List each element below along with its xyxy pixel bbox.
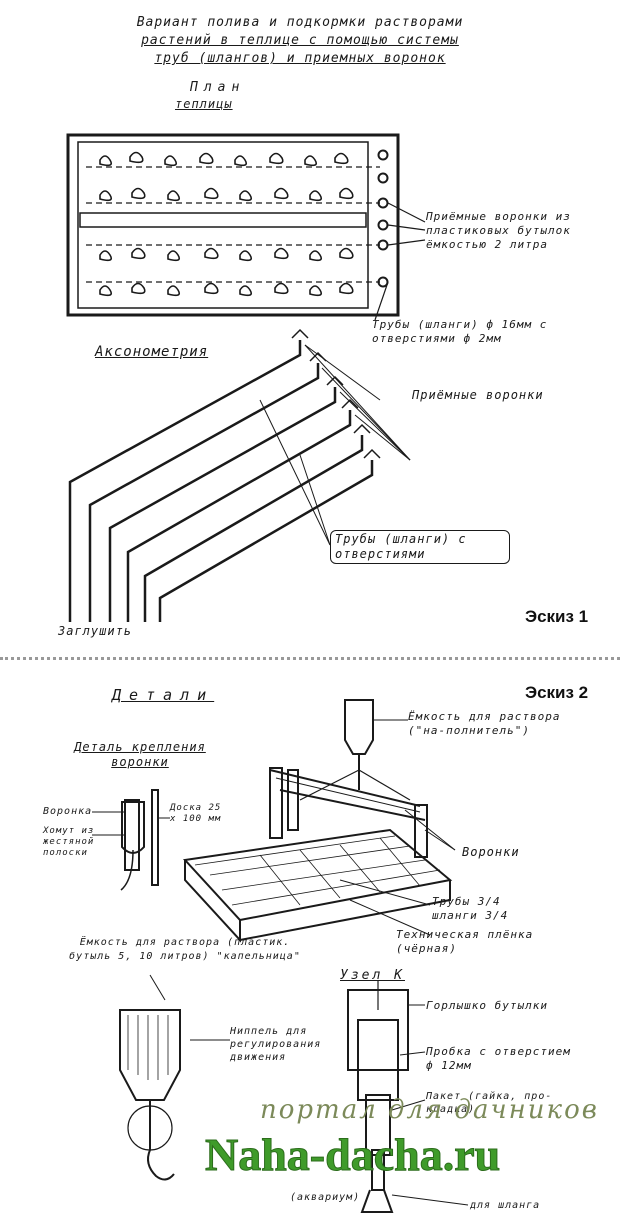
label-container-2: Ёмкость для раствора (пластик. бутыль 5,… (69, 937, 301, 962)
label-funnels-plastic: Приёмные воронки из пластиковых бутылок … (426, 210, 571, 251)
label-container: Ёмкость для раствора ("на-полнитель") (408, 710, 561, 737)
funnel-mount-detail (92, 789, 170, 891)
label-cap: Пробка с отверстием ф 12мм (426, 1045, 571, 1072)
label-board: Доска 25 x 100 мм (170, 803, 222, 824)
label-hose-for: для шланга (470, 1200, 541, 1211)
node-k-detail (347, 980, 469, 1213)
label-plug: Заглушить (58, 624, 133, 638)
label-axonometry: Аксонометрия (95, 344, 209, 360)
watermark-portal: портал для дачников (260, 1095, 599, 1125)
label-funnels: Приёмные воронки (412, 388, 544, 402)
title-line-2: растений в теплице с помощью системы (141, 33, 459, 48)
label-nipple: Ниппель для регулирования движения (230, 1026, 322, 1063)
label-gasket: Пакет (гайка, про-кладка) (426, 1091, 553, 1115)
label-neck: Горлышко бутылки (426, 999, 548, 1012)
greenhouse-plan (66, 133, 426, 321)
label-funnels-2: Воронки (462, 845, 520, 859)
plant-clusters (99, 151, 354, 297)
diagram-title: Вариант полива и подкормки растворами ра… (60, 14, 540, 68)
title-line-3: труб (шлангов) и приемных воронок (154, 51, 446, 66)
label-aquarium: (аквариум) (290, 1192, 361, 1203)
watermark-site: Naha-dacha.ru (204, 1129, 501, 1181)
label-details: Детали (112, 686, 215, 704)
plan-subheading: теплицы (175, 97, 233, 111)
sketch-2-label: Эскиз 2 (525, 683, 589, 702)
title-line-1: Вариант полива и подкормки растворами (136, 15, 464, 30)
label-funnel-mount: Деталь крепления воронки (74, 740, 206, 769)
label-funnel-small: Воронка (43, 806, 93, 817)
dripper-detail (119, 974, 230, 1181)
label-film: Техническая плёнка (чёрная) (396, 928, 534, 955)
section-divider (0, 657, 620, 660)
sketch-1-label: Эскиз 1 (525, 607, 589, 626)
axonometry-pipes (68, 328, 411, 622)
label-tubes-holes: Трубы (шланги) с отверстиями (330, 530, 510, 564)
label-tubes-diameter: Трубы (шланги) ф 16мм с отверстиями ф 2м… (372, 318, 548, 345)
plan-heading: План (190, 80, 246, 95)
label-clamp: Хомут из жестяной полоски (43, 826, 95, 858)
label-tubes-34: Трубы 3/4 шланги 3/4 (432, 895, 509, 922)
bed-frame-detail (182, 699, 456, 943)
label-node-k: Узел К (340, 968, 405, 983)
